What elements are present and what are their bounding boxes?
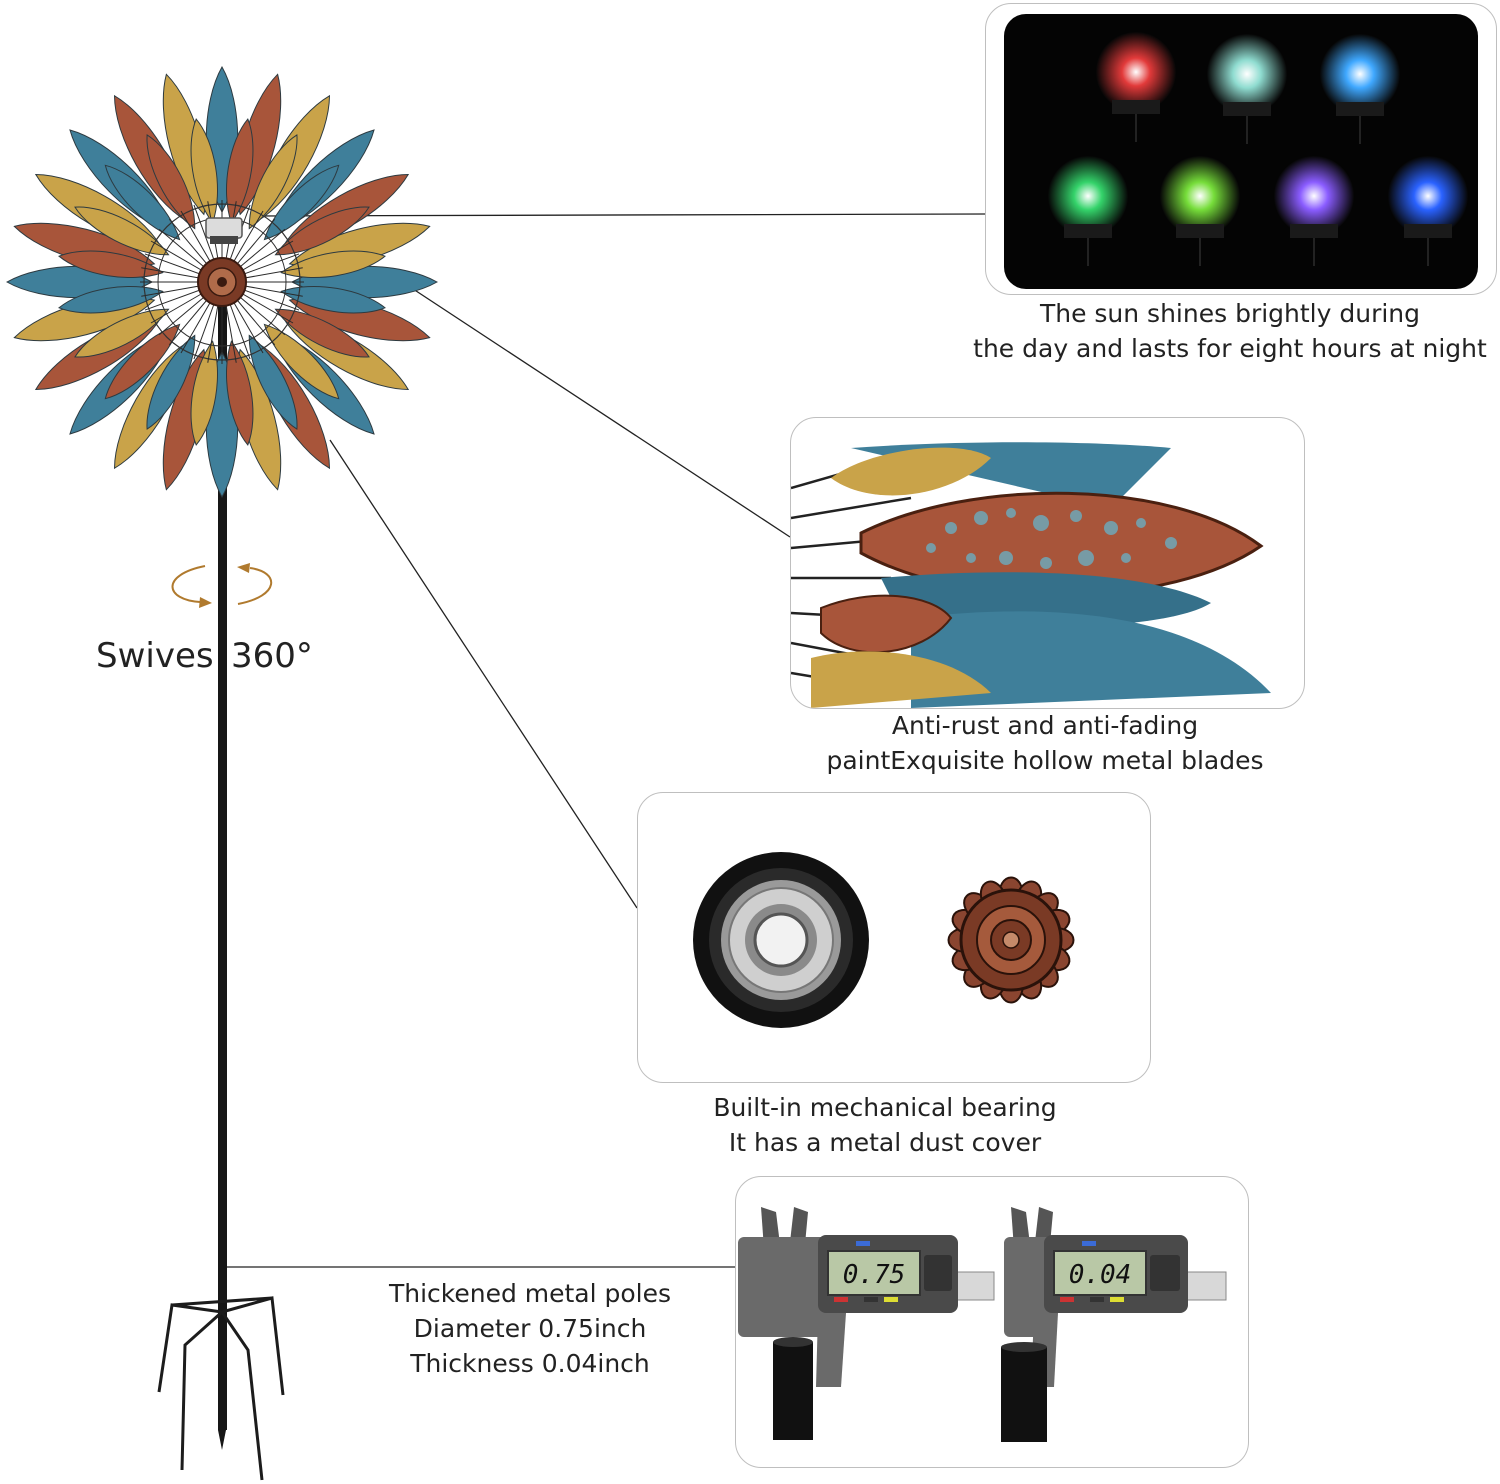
- solar-caption-line-1: The sun shines brightly during: [1039, 299, 1421, 328]
- swivel-arrows-icon: [171, 565, 272, 605]
- poles-caption-line-2: Diameter 0.75inch: [413, 1314, 647, 1343]
- blades-photo: [790, 417, 1305, 709]
- globe-light: [1096, 32, 1176, 112]
- blade: [226, 118, 254, 224]
- swivel-degrees-text: 360°: [231, 636, 313, 676]
- poles-caption: Thickened metal poles Diameter 0.75inch …: [380, 1276, 680, 1381]
- bearing-caption-line-1: Built-in mechanical bearing: [713, 1093, 1057, 1122]
- bearing-caption: Built-in mechanical bearing It has a met…: [620, 1090, 1150, 1160]
- blade: [146, 334, 196, 430]
- globe-base: [1176, 224, 1224, 238]
- blades-caption-line-2: paintExquisite hollow metal blades: [826, 746, 1264, 775]
- blade: [248, 134, 298, 230]
- blade: [58, 250, 164, 278]
- blades-caption: Anti-rust and anti-fading paintExquisite…: [780, 708, 1310, 778]
- blade: [104, 164, 181, 241]
- caliper-1: [738, 1207, 995, 1440]
- blade: [190, 118, 218, 224]
- caliper-1-reading: 0.75: [843, 1260, 906, 1290]
- blade: [263, 323, 340, 400]
- solar-caption-line-2: the day and lasts for eight hours at nig…: [973, 334, 1487, 363]
- caliper-2-reading: 0.04: [1069, 1260, 1132, 1290]
- solar-lights-caption: The sun shines brightly during the day a…: [960, 296, 1500, 366]
- blade: [274, 206, 370, 256]
- globe-light: [1207, 34, 1287, 114]
- blade: [280, 286, 386, 314]
- poles-caption-line-1: Thickened metal poles: [388, 1279, 672, 1308]
- blade: [74, 206, 170, 256]
- blade: [58, 286, 164, 314]
- calipers-illustration: 0.75 0.04: [738, 1207, 1227, 1442]
- globe-light: [1388, 156, 1468, 236]
- blade: [274, 308, 370, 358]
- globe-base: [1223, 102, 1271, 116]
- globe-light: [1048, 156, 1128, 236]
- bearing-photo: [637, 792, 1151, 1083]
- blade: [104, 323, 181, 400]
- color-globes: [1048, 32, 1468, 266]
- globe-light: [1160, 156, 1240, 236]
- calipers-photo: 0.75 0.04: [735, 1176, 1249, 1468]
- bearing-caption-line-2: It has a metal dust cover: [728, 1128, 1042, 1157]
- globe-base: [1064, 224, 1112, 238]
- caliper-2: [1001, 1207, 1227, 1442]
- poles-caption-line-3: Thickness 0.04inch: [410, 1349, 650, 1378]
- globe-base: [1404, 224, 1452, 238]
- blade-closeup: [791, 442, 1271, 708]
- bearing-and-cover: [693, 852, 1075, 1028]
- blade: [226, 340, 254, 446]
- blades-caption-line-1: Anti-rust and anti-fading: [891, 711, 1199, 740]
- blade: [248, 334, 298, 430]
- swivel-label-text: Swives: [96, 636, 214, 676]
- night-lights-background: [1004, 14, 1478, 289]
- globe-light: [1274, 156, 1354, 236]
- globe-base: [1336, 102, 1384, 116]
- swivel-degrees: 360°: [231, 636, 313, 676]
- pinwheel-illustration: [5, 65, 439, 1481]
- blade: [146, 134, 196, 230]
- globe-base: [1290, 224, 1338, 238]
- bearing-icon: [693, 852, 869, 1028]
- globe-base: [1112, 100, 1160, 114]
- blade: [74, 308, 170, 358]
- solar-lights-photo: [985, 3, 1497, 295]
- blade: [280, 250, 386, 278]
- globe-light: [1320, 34, 1400, 114]
- blade: [190, 340, 218, 446]
- swivel-label: Swives: [96, 636, 214, 676]
- blade: [263, 164, 340, 241]
